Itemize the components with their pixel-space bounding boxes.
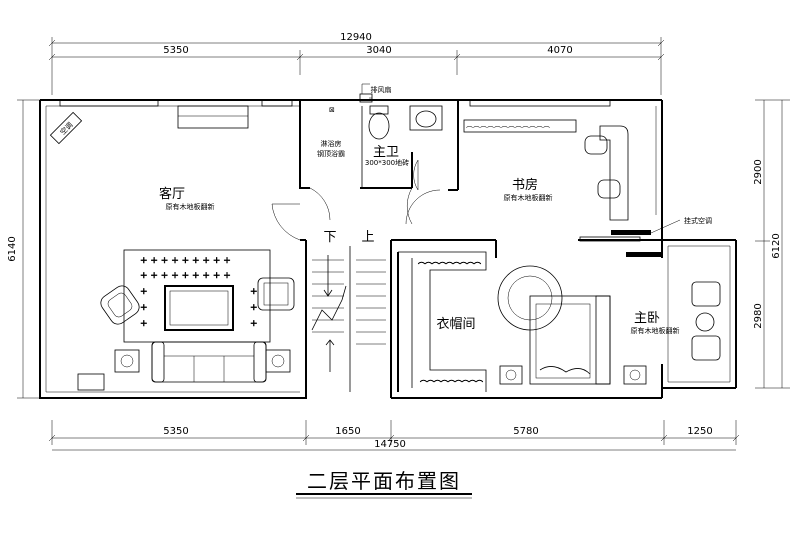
room-name-closet: 衣帽间	[436, 316, 475, 332]
stair-up-label: 上	[361, 230, 374, 245]
dim-right-seg-2: 2980	[753, 303, 764, 328]
side-table-icon	[114, 349, 140, 373]
armchair-icon	[257, 277, 295, 311]
wall-ac-icon	[611, 230, 651, 235]
dim-top-seg-1: 5350	[163, 45, 188, 56]
room-note-bedroom: 原有木地板翻新	[631, 326, 680, 335]
toilet-icon	[368, 105, 390, 140]
master-bedroom: 主卧 原有木地板翻新	[497, 252, 721, 385]
nightstand-icon	[623, 365, 647, 385]
svg-text:+: +	[140, 303, 148, 313]
low-cabinet-icon	[77, 373, 105, 391]
lounge-chair-icon	[100, 285, 140, 325]
dim-bottom-total: 14750	[374, 439, 406, 450]
svg-text:+ + + + + + + + +: + + + + + + + + +	[140, 271, 231, 281]
room-note-living: 原有木地板翻新	[166, 202, 215, 211]
left-dimension: 6140	[7, 99, 40, 399]
sofa-icon	[151, 341, 267, 383]
living-room: 客厅 原有木地板翻新 空调 + + + + + + + + + + + + + …	[49, 105, 295, 391]
svg-text:+: +	[140, 287, 148, 297]
chair-icon	[584, 135, 608, 155]
dim-bottom-seg-4: 1250	[687, 426, 712, 437]
dim-bottom-seg-3: 5780	[513, 426, 538, 437]
side-table-icon	[265, 349, 291, 373]
svg-text:+ + + + + + + + +: + + + + + + + + +	[140, 256, 231, 266]
svg-text:+: +	[250, 287, 258, 297]
room-name-bedroom: 主卧	[634, 311, 660, 326]
bookshelf-icon: ⌒⌒⌒⌒⌒⌒⌒⌒⌒⌒⌒⌒	[466, 126, 550, 134]
svg-text:+: +	[250, 303, 258, 313]
room-name-bath: 主卫	[373, 145, 399, 160]
dim-bottom-seg-2: 1650	[335, 426, 360, 437]
svg-text:+: +	[140, 319, 148, 329]
dim-top-total: 12940	[340, 32, 372, 43]
wall-ac-label: 挂式空调	[684, 216, 712, 225]
room-name-living: 客厅	[159, 186, 185, 202]
tv-cabinet-icon	[177, 105, 249, 129]
side-table-icon	[695, 312, 715, 332]
dim-top-seg-3: 4070	[547, 45, 572, 56]
sink-icon	[409, 105, 443, 131]
room-name-study: 书房	[512, 177, 538, 193]
staircase: 下 上	[311, 230, 386, 392]
armchair-icon	[691, 281, 721, 307]
bathroom: 排风扇 淋浴房 钢顶浴霸 ⊠ 主卫 300*300地砖	[317, 83, 443, 188]
ac-label-living: 空调	[58, 120, 74, 136]
svg-text:⌒⌒⌒⌒⌒⌒⌒⌒⌒: ⌒⌒⌒⌒⌒⌒⌒⌒⌒	[418, 262, 481, 270]
svg-text:+: +	[250, 319, 258, 329]
nightstand-icon	[499, 365, 523, 385]
dim-bottom-seg-1: 5350	[163, 426, 188, 437]
bottom-dimensions: 5350 1650 5780 1250 14750	[48, 420, 740, 451]
ac-unit-icon: 空调	[49, 111, 83, 145]
drawing-title-text: 二层平面布置图	[307, 469, 461, 493]
chair-icon	[597, 179, 621, 199]
study-room: 书房 原有木地板翻新 ⌒⌒⌒⌒⌒⌒⌒⌒⌒⌒⌒⌒ 挂式空调	[463, 119, 712, 242]
shower-label-1: 淋浴房	[321, 139, 342, 148]
wall-ac-icon	[626, 252, 662, 257]
walk-in-closet: ⌒⌒⌒⌒⌒⌒⌒⌒⌒ ⌒⌒⌒⌒⌒⌒⌒⌒⌒ 衣帽间	[397, 251, 487, 392]
shower-head-icon: ⊠	[329, 106, 335, 114]
dim-top-seg-2: 3040	[366, 45, 391, 56]
dim-right-total: 6120	[771, 233, 782, 258]
rug-pattern: + + + + + + + + + + + + + + + + + + + + …	[140, 256, 258, 330]
exhaust-fan-label: 排风扇	[371, 85, 392, 94]
stair-down-label: 下	[323, 230, 336, 245]
bed-icon	[529, 295, 611, 385]
room-note-study: 原有木地板翻新	[504, 193, 553, 202]
armchair-icon	[691, 335, 721, 361]
right-dimensions: 2900 2980 6120	[753, 99, 790, 389]
coffee-table-icon	[164, 285, 234, 331]
exhaust-fan-icon	[359, 93, 373, 103]
doors	[271, 159, 441, 241]
svg-text:⌒⌒⌒⌒⌒⌒⌒⌒⌒: ⌒⌒⌒⌒⌒⌒⌒⌒⌒	[420, 380, 483, 388]
dim-left-total: 6140	[7, 236, 18, 261]
top-dimensions: 12940 5350 3040 4070	[48, 32, 665, 95]
desk-icon	[599, 125, 629, 221]
walls	[39, 99, 737, 399]
dim-right-seg-1: 2900	[753, 159, 764, 184]
room-note-bath: 300*300地砖	[365, 158, 409, 167]
shower-label-2: 钢顶浴霸	[317, 149, 345, 158]
drawing-title: 二层平面布置图	[296, 469, 472, 499]
